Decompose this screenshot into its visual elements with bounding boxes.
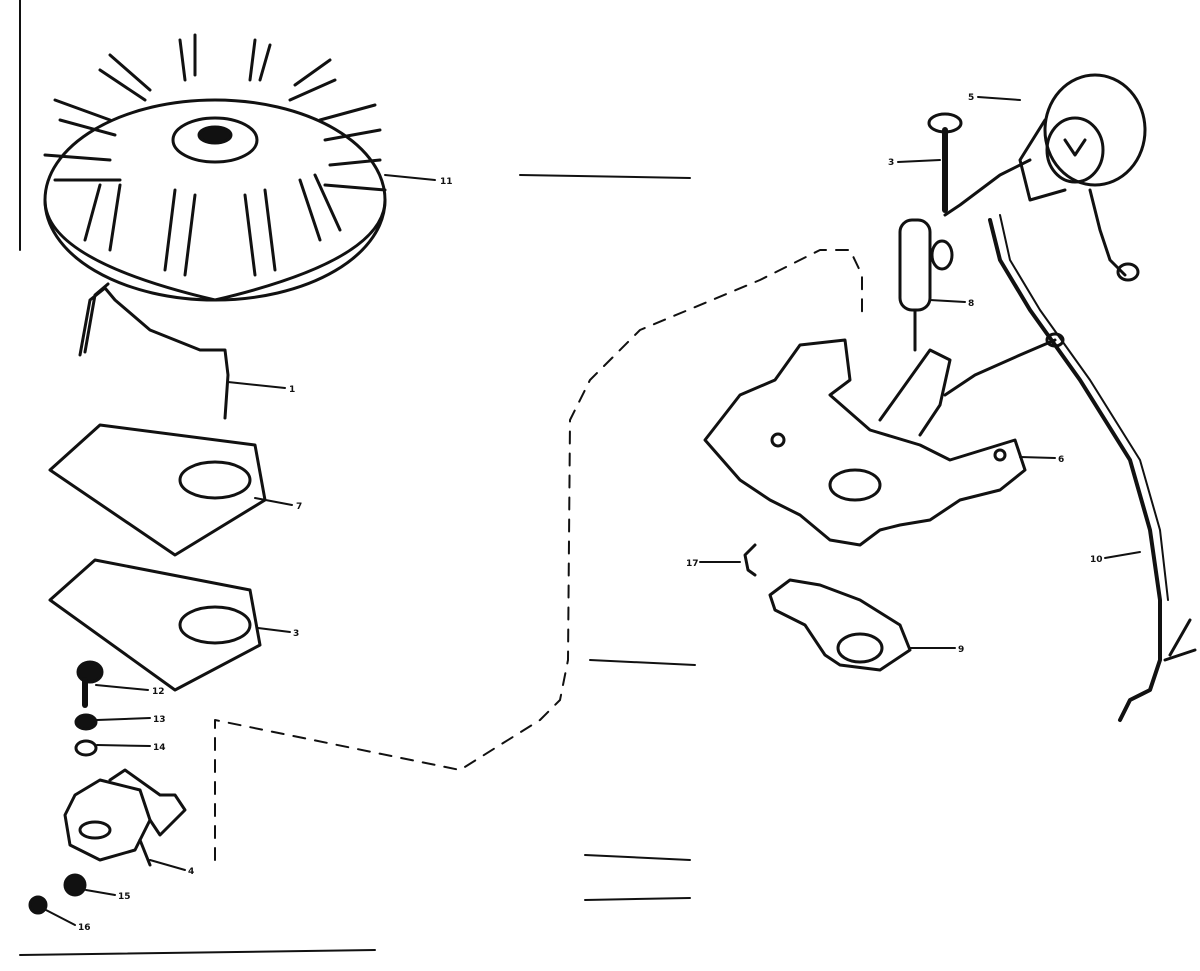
- callout-6: 6: [1058, 455, 1064, 465]
- callout-11: 11: [440, 177, 453, 187]
- small-nut: [28, 895, 48, 915]
- gasket-upper: [48, 423, 267, 557]
- callout-3-screw: 3: [888, 158, 894, 168]
- lead-wire: [988, 218, 1162, 722]
- callout-13: 13: [153, 715, 166, 725]
- washer-upper: [74, 713, 98, 731]
- nut: [63, 873, 87, 897]
- cover-plate: [768, 578, 912, 672]
- callout-12: 12: [152, 687, 165, 697]
- washer-lower: [74, 739, 98, 757]
- screw: [927, 112, 963, 213]
- callout-4: 4: [188, 867, 194, 877]
- breaker-assembly: [63, 768, 187, 867]
- callout-14: 14: [153, 743, 166, 753]
- callout-8: 8: [968, 299, 974, 309]
- coil: [1018, 73, 1147, 282]
- callout-3-gasket: 3: [293, 629, 299, 639]
- condenser: [898, 158, 1032, 352]
- callout-17: 17: [686, 559, 699, 569]
- dashed-outline: [214, 249, 863, 861]
- spring-clip: [78, 286, 230, 420]
- bottom-border-line: [19, 949, 376, 956]
- callout-10: 10: [1090, 555, 1103, 565]
- callout-7: 7: [296, 502, 302, 512]
- flywheel: [43, 33, 387, 302]
- callout-9: 9: [958, 645, 964, 655]
- bolt: [76, 660, 104, 708]
- clip: [743, 543, 757, 577]
- gasket-lower: [48, 558, 262, 692]
- callout-16: 16: [78, 923, 91, 933]
- mounting-plate: [703, 332, 1065, 547]
- callout-5: 5: [968, 93, 974, 103]
- callout-15: 15: [118, 892, 131, 902]
- callout-1: 1: [289, 385, 295, 395]
